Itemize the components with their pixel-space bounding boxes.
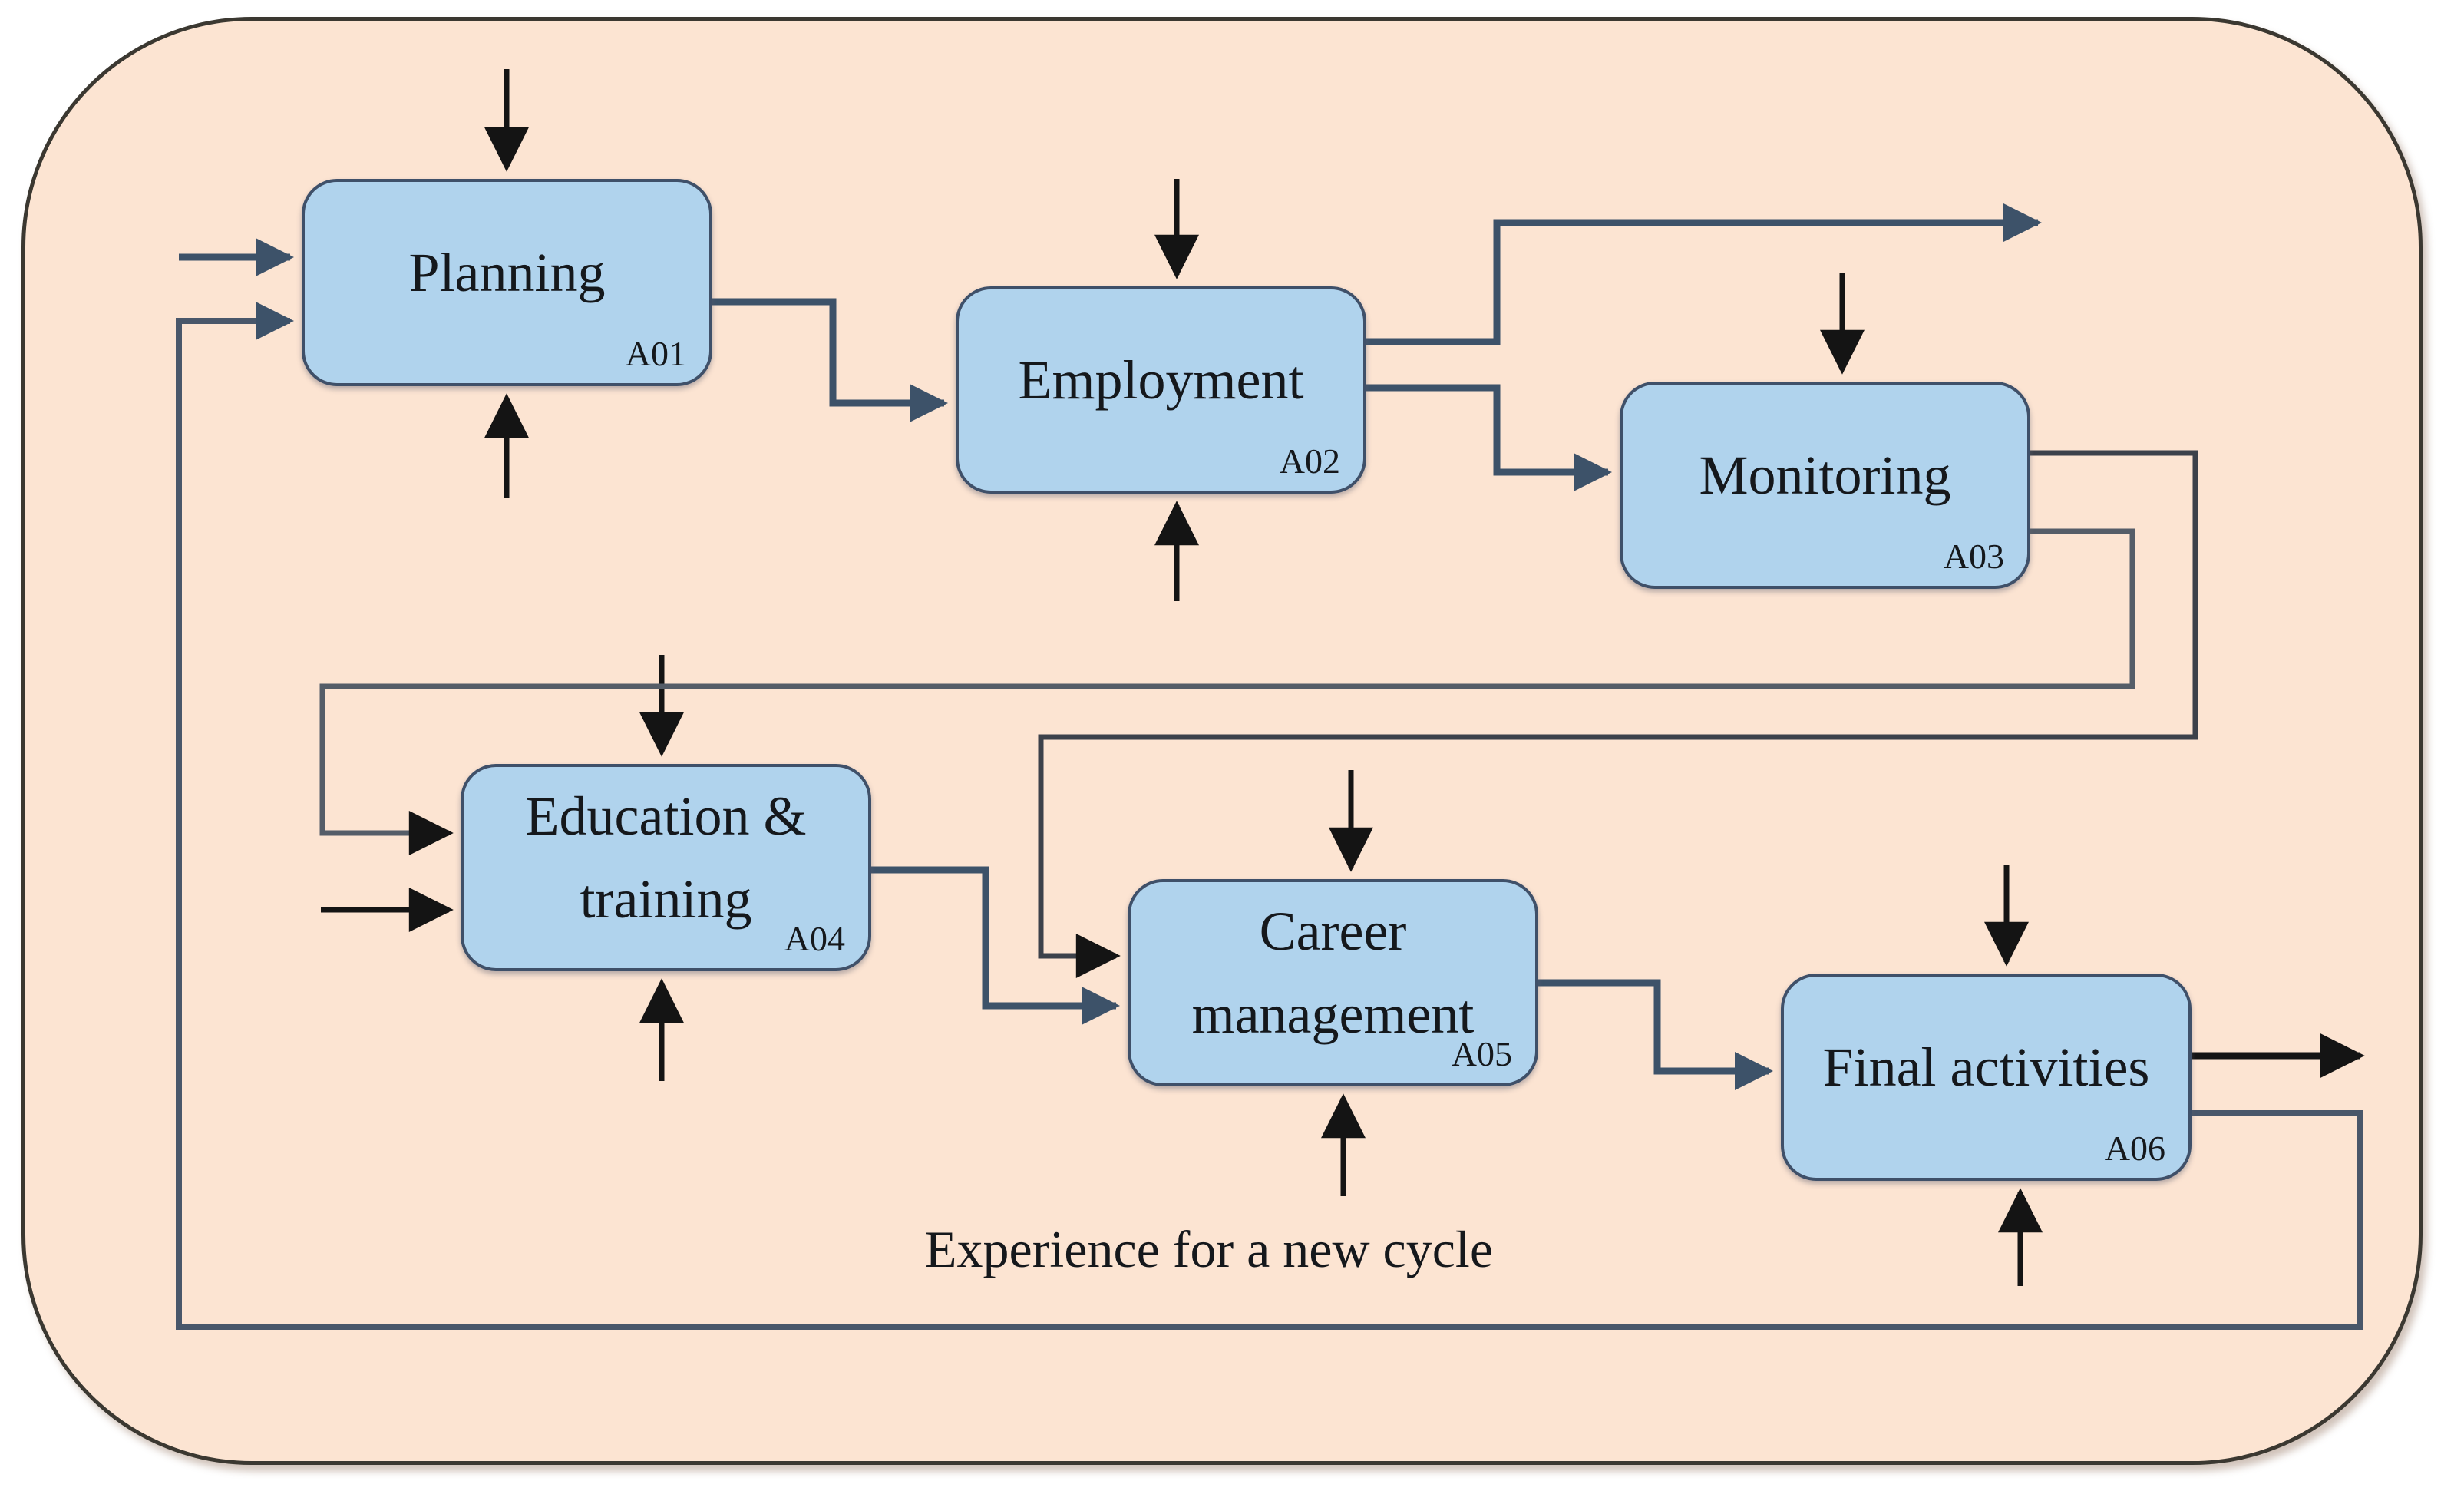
activity-box-career-management: Career management A05 [1128, 879, 1538, 1086]
activity-code: A04 [784, 919, 845, 958]
activity-code: A05 [1451, 1034, 1512, 1073]
output-arrow-employment-top-right [1366, 203, 2042, 345]
flow-employment-to-monitoring [1366, 384, 1612, 491]
flow-planning-to-employment [712, 298, 948, 422]
activity-label: Education & training [525, 785, 807, 930]
activity-code: A06 [2104, 1129, 2165, 1168]
feedback-monitoring-to-career [1038, 450, 2198, 978]
activity-box-education-training: Education & training A04 [461, 764, 871, 971]
activity-label: Employment [1018, 349, 1304, 411]
activity-box-planning: Planning A01 [302, 179, 712, 386]
activity-box-monitoring: Monitoring A03 [1620, 382, 2030, 589]
flow-education-to-career [871, 866, 1120, 1025]
activity-box-employment: Employment A02 [956, 286, 1366, 494]
flow-career-to-final [1538, 979, 1773, 1090]
activity-label: Career management [1191, 901, 1475, 1045]
activity-code: A01 [625, 334, 686, 373]
activity-box-final-activities: Final activities A06 [1781, 974, 2192, 1181]
feedback-loop-final-to-planning [176, 302, 2363, 1330]
activity-label: Final activities [1822, 1036, 2150, 1098]
feedback-monitoring-to-education [319, 528, 2135, 855]
activity-code: A03 [1943, 537, 2004, 576]
cycle-label: Experience for a new cycle [925, 1220, 1493, 1278]
activity-code: A02 [1279, 441, 1340, 481]
activity-label: Planning [408, 242, 606, 303]
activity-label: Monitoring [1699, 445, 1951, 506]
